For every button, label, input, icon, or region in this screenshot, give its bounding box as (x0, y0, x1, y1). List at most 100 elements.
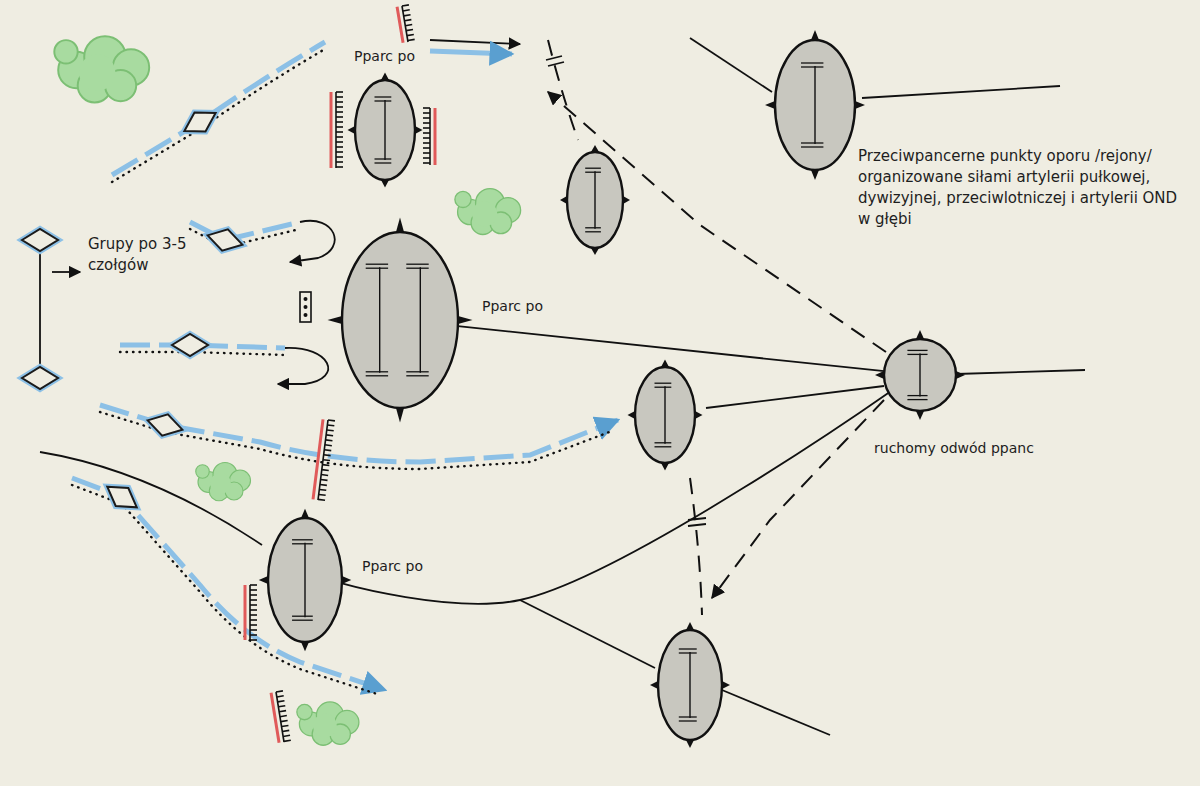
weapon-mark (801, 66, 823, 67)
bush (297, 702, 359, 745)
advance-arrow (52, 271, 80, 273)
obstacle-tick (336, 151, 343, 153)
obstacle-tick (280, 716, 287, 717)
obstacle (271, 691, 291, 743)
strongpoint-outline (567, 152, 623, 248)
gun-box (300, 292, 311, 322)
obstacle-tick (423, 137, 430, 139)
obstacle-tick (423, 122, 430, 124)
obstacle-tick (336, 166, 343, 168)
weapon-mark (585, 227, 601, 228)
obstacle-tick (423, 142, 430, 144)
obstacle-tick (402, 5, 409, 6)
obstacle-tick (321, 479, 328, 481)
obstacle-base (429, 108, 431, 165)
weapon-mark (585, 168, 601, 169)
weapon-mark (292, 620, 313, 621)
gun-dot (304, 305, 308, 309)
obstacle-tick (276, 691, 283, 692)
obstacle-tick (320, 484, 327, 486)
unit-line (420, 267, 421, 373)
weapon-mark (585, 231, 601, 232)
obstacle-tick (336, 131, 343, 133)
tank-lane (72, 478, 385, 695)
obstacle-red-line (313, 419, 323, 499)
weapon-mark (366, 268, 388, 269)
weapon-mark (801, 62, 823, 63)
obstacle-red-line (397, 7, 403, 43)
obstacle-tick (405, 25, 412, 26)
weapon-mark (655, 383, 672, 384)
strongpoint-spike (623, 196, 630, 204)
obstacle-tick (423, 157, 430, 159)
strongpoint-outline (884, 339, 956, 411)
obstacle-tick (250, 599, 257, 601)
weapon-mark (679, 652, 697, 653)
weapon-mark (585, 172, 601, 173)
obstacle-tick (250, 614, 257, 616)
obstacle-tick (404, 20, 411, 21)
link-line (956, 370, 1085, 374)
strongpoint-spike (396, 408, 404, 423)
strongpoint-spike (628, 411, 636, 419)
weapon-mark (801, 142, 823, 143)
obstacle-tick (336, 161, 343, 163)
strongpoint-outline (342, 232, 458, 408)
obstacle-tick (279, 711, 286, 712)
strongpoint-spike (661, 463, 669, 471)
weapon-mark (366, 371, 388, 372)
formation-line (39, 251, 41, 367)
weapon-mark (375, 100, 392, 101)
strongpoint-spike (916, 411, 924, 420)
reserve-circle: ruchomy odwód ppanc (884, 339, 956, 411)
obstacle-tick (250, 594, 257, 596)
weapon-mark (907, 399, 927, 400)
strongpoint (650, 622, 730, 748)
weapon-mark (375, 162, 392, 163)
unit-line (814, 66, 815, 144)
tank-diamond (101, 478, 143, 517)
obstacle-tick (404, 15, 411, 16)
obstacle-tick (250, 639, 257, 641)
obstacle-tick (336, 116, 343, 118)
obstacle-tick (336, 101, 343, 103)
bush (54, 36, 149, 102)
unit-line (384, 100, 385, 160)
tank-diamond (172, 334, 208, 356)
strongpoint-spike (916, 330, 924, 339)
lane-dots (72, 485, 380, 695)
obstacle-tick (284, 740, 291, 741)
strongpoint-spike (855, 101, 865, 109)
unit-line (304, 543, 305, 617)
strongpoint-outline (775, 40, 855, 170)
strongpoint-spike (686, 740, 694, 748)
node-label: ruchomy odwód ppanc (872, 440, 1036, 458)
obstacle-tick (336, 141, 343, 143)
obstacle-tick (328, 419, 335, 421)
obstacle-tick (336, 106, 343, 108)
weapon-mark (406, 375, 428, 376)
obstacle-base (402, 6, 408, 42)
tank-lane (120, 334, 328, 384)
obstacle-tick (408, 39, 415, 40)
gun-dot (304, 297, 308, 301)
weapon-mark (366, 375, 388, 376)
strongpoint-spike (650, 681, 658, 689)
strongpoint-outline (268, 518, 342, 642)
barrier-mark (546, 56, 564, 66)
explanation-note: Przeciwpancerne punkty oporu /rejony/ or… (858, 146, 1192, 230)
strongpoint-spike (956, 371, 965, 379)
strongpoints (560, 30, 865, 748)
unit-line (594, 171, 595, 229)
reserve-move-arrow (712, 400, 884, 598)
tank-lane (100, 405, 618, 469)
obstacle (331, 92, 343, 168)
obstacle-tick (327, 424, 334, 426)
node-shape (884, 339, 956, 411)
obstacle-tick (423, 117, 430, 119)
obstacle-tick (423, 147, 430, 149)
obstacle-tick (326, 434, 333, 436)
lane-dots (112, 49, 325, 182)
weapon-mark (679, 720, 697, 721)
link-line (520, 600, 655, 668)
